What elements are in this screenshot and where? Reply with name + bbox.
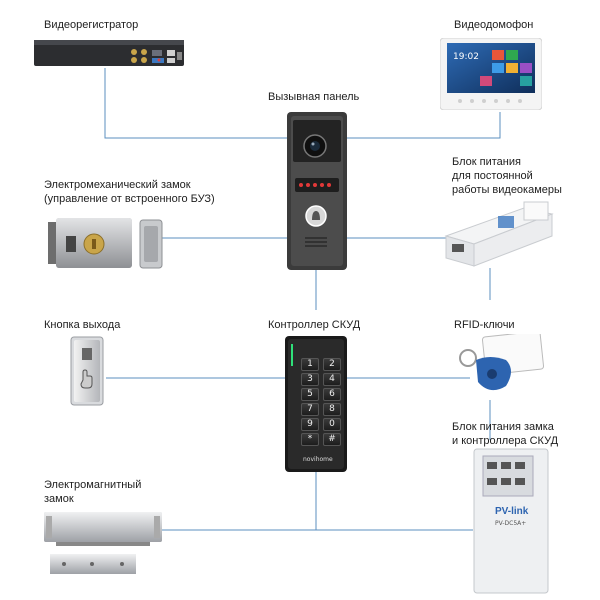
- exit-button-label: Кнопка выхода: [44, 319, 121, 331]
- keypad-key: 0: [323, 418, 341, 431]
- videophone-label: Видеодомофон: [454, 19, 534, 31]
- dvr-device: [34, 38, 184, 68]
- camera-psu-label-3: работы видеокамеры: [452, 184, 562, 196]
- keypad-key: 4: [323, 373, 341, 386]
- call-panel-device: [287, 112, 347, 270]
- keypad-key: 2: [323, 358, 341, 371]
- keypad-key: 8: [323, 403, 341, 416]
- electromagnetic-lock-device: [44, 506, 162, 580]
- rfid-label: RFID-ключи: [454, 319, 515, 331]
- call-panel-label: Вызывная панель: [268, 91, 360, 103]
- camera-psu-label-1: Блок питания: [452, 156, 521, 168]
- dvr-label: Видеорегистратор: [44, 19, 139, 31]
- keypad-key: 5: [301, 388, 319, 401]
- keypad-key: 1: [301, 358, 319, 371]
- emag-lock-label-2: замок: [44, 493, 74, 505]
- emag-lock-label-1: Электромагнитный: [44, 479, 142, 491]
- keypad-key: 3: [301, 373, 319, 386]
- camera-psu-label-2: для постоянной: [452, 170, 533, 182]
- keypad-brand: novihome: [303, 456, 333, 463]
- emech-lock-label-1: Электромеханический замок: [44, 179, 191, 191]
- psu-model: PV-DC5A+: [495, 520, 527, 527]
- keypad-key: 6: [323, 388, 341, 401]
- lock-psu-label-2: и контроллера СКУД: [452, 435, 559, 447]
- videophone-time: 19:02: [453, 52, 479, 62]
- keypad-key: 7: [301, 403, 319, 416]
- exit-button-device: [70, 336, 104, 406]
- keypad-key: #: [323, 433, 341, 446]
- keypad-key: 9: [301, 418, 319, 431]
- emech-lock-label-2: (управление от встроенного БУЗ): [44, 193, 215, 205]
- lock-psu-label-1: Блок питания замка: [452, 421, 554, 433]
- controller-label: Контроллер СКУД: [268, 319, 361, 331]
- rfid-keys-device: [456, 330, 546, 396]
- camera-psu-device: [444, 200, 554, 270]
- electromechanical-lock-device: [44, 212, 164, 274]
- lock-psu-device: PV-link PV-DC5A+: [473, 448, 549, 594]
- videophone-device: 19:02: [439, 37, 543, 111]
- psu-brand: PV-link: [495, 506, 529, 517]
- keypad-key: *: [301, 433, 319, 446]
